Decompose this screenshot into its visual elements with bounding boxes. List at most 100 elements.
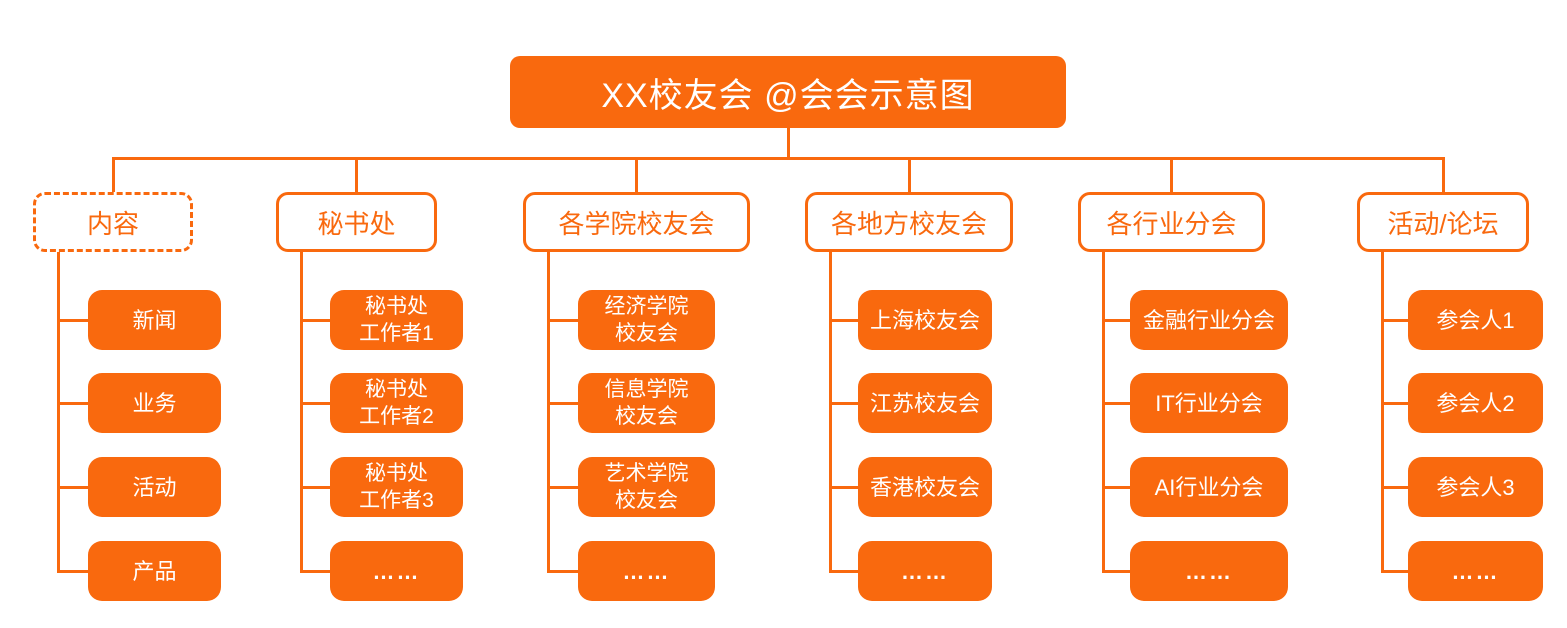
child-node-label: 参会人2 (1436, 390, 1515, 416)
child-node: …… (578, 541, 715, 601)
child-node-label: …… (1185, 558, 1233, 584)
child-node-label: …… (372, 558, 421, 584)
branch-node-label: 各地方校友会 (830, 208, 987, 239)
child-node-label: 活动 (132, 474, 177, 500)
connector-stub-3-0 (828, 318, 858, 322)
child-node: 香港校友会 (858, 457, 992, 517)
connector-trunk-4 (1101, 252, 1105, 573)
connector-stub-3-1 (828, 401, 858, 405)
connector-stub-1-3 (299, 569, 330, 573)
connector-stub-1-0 (299, 318, 330, 322)
branch-node-label: 各行业分会 (1106, 208, 1237, 239)
branch-node: 活动/论坛 (1357, 192, 1529, 252)
child-node: 秘书处 工作者3 (330, 457, 463, 517)
child-node: 经济学院 校友会 (578, 290, 715, 350)
child-node: 参会人2 (1408, 373, 1543, 433)
connector-stub-0-3 (56, 569, 88, 573)
branch-node: 秘书处 (276, 192, 437, 252)
connector-stub-2-0 (546, 318, 578, 322)
child-node-label: …… (901, 558, 949, 584)
child-node: 参会人1 (1408, 290, 1543, 350)
child-node-label: 秘书处 工作者3 (359, 462, 434, 512)
connector-drop-0 (111, 157, 115, 192)
branch-node-label: 内容 (86, 208, 139, 239)
child-node-label: 江苏校友会 (869, 390, 980, 416)
connector-stub-2-3 (546, 569, 578, 573)
connector-stub-5-3 (1380, 569, 1408, 573)
connector-stub-5-0 (1380, 318, 1408, 322)
connector-stub-4-1 (1101, 401, 1130, 405)
child-node: 金融行业分会 (1130, 290, 1288, 350)
child-node-label: 业务 (132, 390, 177, 416)
child-node-label: 参会人1 (1436, 307, 1515, 333)
child-node: 江苏校友会 (858, 373, 992, 433)
child-node: …… (1130, 541, 1288, 601)
child-node-label: 经济学院 校友会 (604, 295, 689, 345)
connector-title-stub (786, 127, 790, 160)
branch-node: 各学院校友会 (523, 192, 750, 252)
child-node-label: …… (622, 558, 671, 584)
child-node-label: 新闻 (132, 307, 177, 333)
connector-stub-2-2 (546, 485, 578, 489)
connector-stub-4-0 (1101, 318, 1130, 322)
child-node: 秘书处 工作者2 (330, 373, 463, 433)
child-node-label: 秘书处 工作者1 (359, 295, 434, 345)
root-node-label: XX校友会 @会会示意图 (601, 76, 975, 115)
connector-trunk-0 (56, 252, 60, 573)
child-node: …… (1408, 541, 1543, 601)
child-node: …… (858, 541, 992, 601)
connector-stub-3-3 (828, 569, 858, 573)
child-node: 信息学院 校友会 (578, 373, 715, 433)
child-node: 上海校友会 (858, 290, 992, 350)
child-node-label: 产品 (132, 558, 177, 584)
branch-node-label: 活动/论坛 (1387, 208, 1499, 239)
branch-node: 各地方校友会 (805, 192, 1013, 252)
connector-stub-4-3 (1101, 569, 1130, 573)
child-node-label: 参会人3 (1436, 474, 1515, 500)
child-node: 新闻 (88, 290, 221, 350)
child-node: 参会人3 (1408, 457, 1543, 517)
connector-stub-0-2 (56, 485, 88, 489)
connector-drop-5 (1441, 157, 1445, 192)
connector-stub-3-2 (828, 485, 858, 489)
connector-stub-2-1 (546, 401, 578, 405)
child-node-label: IT行业分会 (1155, 390, 1263, 416)
child-node-label: 金融行业分会 (1142, 307, 1275, 333)
child-node-label: 上海校友会 (869, 307, 980, 333)
child-node-label: …… (1451, 558, 1500, 584)
child-node: 活动 (88, 457, 221, 517)
branch-node-label: 秘书处 (317, 208, 396, 239)
child-node-label: 秘书处 工作者2 (359, 378, 434, 428)
connector-drop-2 (635, 157, 638, 192)
branch-node: 各行业分会 (1078, 192, 1265, 252)
child-node: 产品 (88, 541, 221, 601)
connector-drop-1 (355, 157, 358, 192)
child-node-label: 信息学院 校友会 (604, 378, 689, 428)
connector-stub-1-1 (299, 401, 330, 405)
connector-stub-0-1 (56, 401, 88, 405)
connector-stub-1-2 (299, 485, 330, 489)
connector-trunk-2 (546, 252, 550, 573)
child-node: 业务 (88, 373, 221, 433)
child-node-label: 艺术学院 校友会 (604, 462, 689, 512)
child-node-label: 香港校友会 (869, 474, 980, 500)
child-node: IT行业分会 (1130, 373, 1288, 433)
connector-stub-5-1 (1380, 401, 1408, 405)
root-node: XX校友会 @会会示意图 (510, 56, 1066, 128)
connector-stub-5-2 (1380, 485, 1408, 489)
child-node: …… (330, 541, 463, 601)
branch-node-label: 各学院校友会 (558, 208, 715, 239)
child-node: 艺术学院 校友会 (578, 457, 715, 517)
child-node: AI行业分会 (1130, 457, 1288, 517)
connector-stub-0-0 (56, 318, 88, 322)
branch-node: 内容 (33, 192, 193, 252)
connector-drop-4 (1170, 157, 1173, 192)
child-node-label: AI行业分会 (1154, 474, 1264, 500)
connector-trunk-1 (299, 252, 303, 573)
connector-bus (111, 157, 1445, 160)
connector-drop-3 (907, 157, 911, 192)
connector-trunk-5 (1380, 252, 1384, 573)
connector-stub-4-2 (1101, 485, 1130, 489)
connector-trunk-3 (828, 252, 832, 573)
child-node: 秘书处 工作者1 (330, 290, 463, 350)
